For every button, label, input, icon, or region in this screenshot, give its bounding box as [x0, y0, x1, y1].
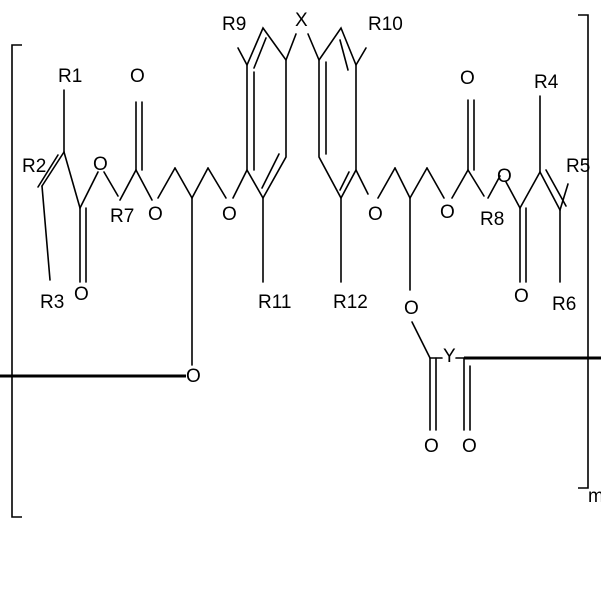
r3-label: R3	[40, 292, 64, 313]
right-acrylate-group	[452, 96, 568, 282]
right-bracket	[578, 15, 588, 488]
r12-label: R12	[333, 292, 368, 313]
oxygen-label: O	[148, 204, 163, 225]
r7-label: R7	[110, 206, 134, 227]
oxygen-label: O	[424, 436, 439, 457]
right-aromatic-ring	[308, 28, 368, 282]
left-glycerol-linker	[158, 168, 226, 365]
r4-label: R4	[534, 72, 559, 93]
oxygen-label: O	[404, 298, 419, 319]
left-aromatic-ring	[233, 28, 296, 282]
right-glycerol-linker	[378, 168, 444, 358]
r9-label: R9	[222, 14, 246, 35]
oxygen-label: O	[497, 166, 512, 187]
oxygen-label: O	[222, 204, 237, 225]
y-linker-group	[430, 358, 470, 430]
oxygen-label: O	[74, 284, 89, 305]
r6-label: R6	[552, 294, 576, 315]
oxygen-label: O	[440, 202, 455, 223]
r1-label: R1	[58, 66, 82, 87]
r11-label: R11	[258, 292, 291, 313]
oxygen-label: O	[368, 204, 383, 225]
left-bracket	[12, 45, 22, 517]
oxygen-label: O	[462, 436, 477, 457]
oxygen-label: O	[93, 154, 108, 175]
left-acrylate-group	[38, 90, 152, 282]
oxygen-label: O	[186, 366, 201, 387]
r8-label: R8	[480, 209, 504, 230]
oxygen-label: O	[130, 66, 145, 87]
r2-label: R2	[22, 156, 46, 177]
r10-label: R10	[368, 14, 403, 35]
y-label: Y	[443, 346, 456, 367]
m-label: m	[588, 486, 601, 507]
oxygen-label: O	[514, 286, 529, 307]
r5-label: R5	[566, 156, 590, 177]
oxygen-label: O	[460, 68, 475, 89]
x-label: X	[295, 10, 308, 31]
